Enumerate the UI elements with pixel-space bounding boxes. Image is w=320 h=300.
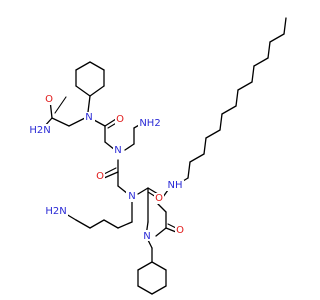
bond — [165, 227, 177, 233]
bond — [93, 119, 106, 127]
bond — [151, 285, 167, 295]
bond — [117, 221, 133, 229]
atom-label-layer: H2N O N O N NH2 O NH H2N N O O N — [29, 94, 185, 242]
bond — [151, 261, 167, 271]
bond — [89, 85, 105, 97]
atom-n-butyl: N — [128, 191, 135, 202]
bond — [104, 118, 117, 127]
atom-o-lower: O — [155, 193, 163, 204]
atom-nh-chain: NH — [168, 180, 183, 191]
bond — [205, 129, 221, 139]
bond — [203, 137, 207, 155]
bond — [235, 89, 239, 107]
bond — [237, 81, 253, 91]
atom-n-aminoethyl: N — [114, 145, 121, 156]
bond — [75, 61, 91, 71]
bond — [68, 117, 86, 127]
atom-h2n-butyl: H2N — [45, 206, 66, 217]
bond — [89, 61, 105, 71]
bond — [157, 203, 167, 213]
bond — [137, 285, 153, 295]
bond — [75, 219, 91, 229]
bond — [221, 105, 237, 115]
atom-n-cyclohexyl-bottom: N — [143, 231, 150, 242]
atom-amide-n: H2N — [29, 125, 50, 136]
bond — [137, 187, 149, 195]
bond — [187, 161, 191, 179]
atom-n-cyclohexyl-top: N — [85, 112, 92, 123]
atom-o-top: O — [116, 114, 124, 125]
bond — [51, 117, 70, 127]
bond — [219, 113, 223, 131]
bond-double — [167, 223, 177, 229]
bond — [269, 33, 285, 43]
molecule-structure-diagram: H2N O N O N NH2 O NH H2N N O O N — [29, 17, 287, 295]
bond — [267, 41, 271, 59]
bond — [75, 85, 91, 97]
bond — [124, 143, 135, 151]
atom-nh2-ethyl: NH2 — [139, 118, 160, 129]
bond — [103, 171, 119, 179]
atom-amide-o: O — [45, 94, 53, 105]
bond — [103, 219, 119, 229]
bond — [251, 65, 255, 83]
bond-double — [103, 167, 117, 175]
bond — [283, 17, 287, 35]
atom-o-bottom: O — [176, 225, 184, 236]
bond — [189, 153, 205, 163]
bond-layer — [42, 17, 287, 295]
atom-o-mid: O — [96, 171, 104, 182]
bond — [87, 95, 91, 113]
bond — [155, 227, 167, 237]
bond — [253, 57, 269, 67]
bond-double — [54, 96, 67, 114]
bond — [89, 219, 105, 229]
bond — [137, 261, 153, 271]
